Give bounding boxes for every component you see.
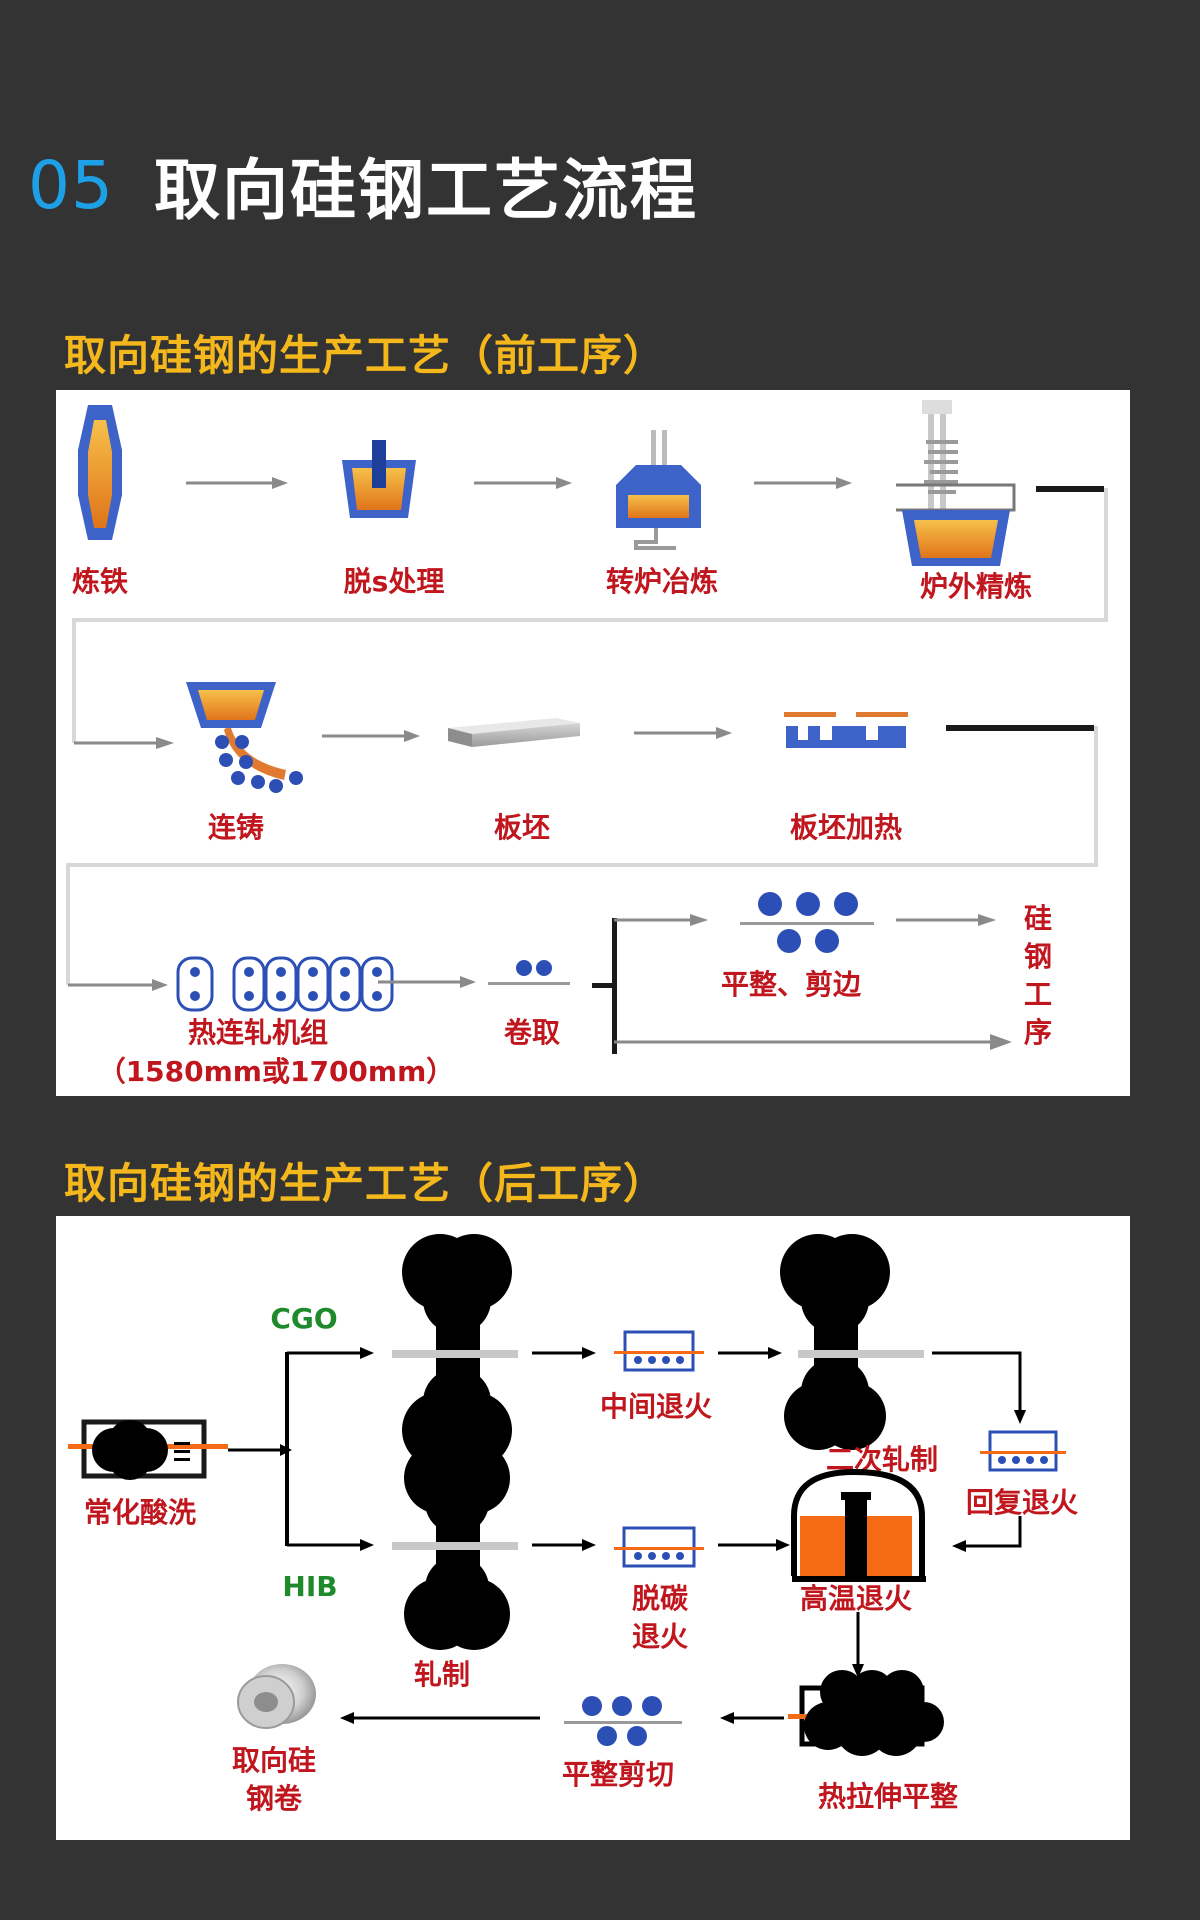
label-rolling: 轧制 (414, 1658, 470, 1691)
bell-furnace-icon (791, 1468, 925, 1576)
step-decarb-anneal: 脱碳 退火 (614, 1526, 704, 1653)
arrow-split (228, 1347, 374, 1551)
section-title-back-process: 取向硅钢的生产工艺（后工序） (64, 1159, 667, 1208)
arrow-recovery-return (952, 1516, 1022, 1552)
arrow-to-stretch (852, 1612, 864, 1678)
arrow-cgo-3 (932, 1351, 1026, 1424)
page-title: 取向硅钢工艺流程 (153, 152, 698, 229)
step-slab: 板坯 (448, 718, 580, 844)
row-end-bars (946, 486, 1104, 731)
arrow-5 (322, 730, 420, 742)
label-hot-mill-size: （1580mm或1700mm） (98, 1055, 455, 1088)
label-final-1: 取向硅 (232, 1744, 316, 1777)
label-intermediate-anneal: 中间退火 (600, 1390, 712, 1423)
arrow-back-1 (720, 1712, 784, 1724)
label-final-2: 钢卷 (246, 1782, 303, 1815)
label-converter: 转炉冶炼 (606, 565, 718, 598)
arrow-2 (474, 477, 572, 489)
arrow-6 (634, 727, 732, 739)
step-intermediate-anneal: 中间退火 (600, 1330, 712, 1423)
step-hot-stretch: 热拉伸平整 (788, 1670, 958, 1813)
section-number: 05 (28, 146, 114, 224)
label-silicon-process: 硅 钢 工 序 (1024, 902, 1052, 1049)
arrow-hib-1 (532, 1539, 596, 1551)
label-refining: 炉外精炼 (920, 570, 1032, 603)
label-desulfurization: 脱s处理 (344, 565, 445, 598)
rolling-mill-stands-icon (176, 956, 394, 1012)
arrow-cgo-2 (718, 1347, 782, 1359)
step-casting: 连铸 (186, 682, 303, 844)
slab-icon (448, 718, 580, 734)
label-decarb-1: 脱碳 (632, 1582, 689, 1615)
step-high-temp-anneal: 高温退火 (791, 1468, 926, 1615)
arrow-4 (74, 737, 174, 749)
arrow-3 (754, 477, 852, 489)
coiler-roll-icon (516, 960, 532, 976)
step-flatten-cut: 平整剪切 (562, 1696, 682, 1791)
step-coiling: 卷取 (488, 960, 570, 1049)
cold-mill-hib: 轧制 (392, 1442, 518, 1691)
step-ironmaking: 炼铁 (72, 405, 128, 598)
arrow-1 (186, 477, 288, 489)
label-high-temp-anneal: 高温退火 (800, 1582, 912, 1615)
step-converter: 转炉冶炼 (606, 430, 718, 598)
reheating-furnace-icon (786, 726, 906, 748)
arrow-hib-2 (718, 1539, 790, 1551)
label-flatten-trim: 平整、剪边 (721, 968, 862, 1001)
svg-text:钢: 钢 (1024, 940, 1052, 973)
leveler-roll-icon (758, 892, 782, 916)
back-process-diagram: 常化酸洗 CGO HIB 中间退火 (56, 1216, 1130, 1840)
step-final-coil: 取向硅 钢卷 (232, 1664, 316, 1815)
shear-roll-icon (582, 1696, 602, 1716)
arrow-cgo-1 (532, 1347, 596, 1359)
page-header: 05 取向硅钢工艺流程 (28, 140, 698, 230)
label-slab-heating: 板坯加热 (790, 811, 902, 844)
section-title-front-process: 取向硅钢的生产工艺（前工序） (64, 331, 667, 380)
step-slab-heating: 板坯加热 (784, 712, 908, 844)
label-recovery-anneal: 回复退火 (966, 1486, 1078, 1519)
branch-label-hib: HIB (282, 1570, 337, 1603)
svg-text:序: 序 (1024, 1016, 1052, 1049)
svg-text:硅: 硅 (1024, 902, 1052, 935)
arrow-8 (378, 976, 476, 988)
step-refining: 炉外精炼 (896, 400, 1032, 603)
label-coiling: 卷取 (504, 1016, 560, 1049)
label-ironmaking: 炼铁 (72, 565, 128, 598)
step-recovery-anneal: 回复退火 (966, 1430, 1078, 1519)
arrow-back-2 (340, 1712, 540, 1724)
arrow-9 (896, 914, 996, 926)
front-process-diagram: 炼铁 脱s处理 转炉冶炼 炉外精炼 (56, 390, 1130, 1096)
label-flatten-cut: 平整剪切 (562, 1758, 674, 1791)
label-normalize-pickle: 常化酸洗 (84, 1496, 196, 1529)
cold-mill-second: 二次轧制 (780, 1234, 938, 1476)
arrow-7 (68, 979, 168, 991)
label-decarb-2: 退火 (632, 1620, 688, 1653)
branch-label-cgo: CGO (270, 1302, 337, 1335)
step-desulfurization: 脱s处理 (342, 440, 444, 598)
label-hot-mill: 热连轧机组 (188, 1016, 328, 1049)
label-slab: 板坯 (494, 811, 550, 844)
label-casting: 连铸 (208, 811, 264, 844)
branch-split (592, 914, 1012, 1054)
label-hot-stretch: 热拉伸平整 (818, 1780, 958, 1813)
step-hot-mill: 热连轧机组 （1580mm或1700mm） (98, 956, 455, 1088)
step-flatten-trim: 平整、剪边 (721, 892, 874, 1001)
cold-mill-cgo (392, 1234, 518, 1468)
svg-text:工: 工 (1024, 978, 1052, 1011)
step-normalize-pickle: 常化酸洗 (68, 1419, 228, 1529)
